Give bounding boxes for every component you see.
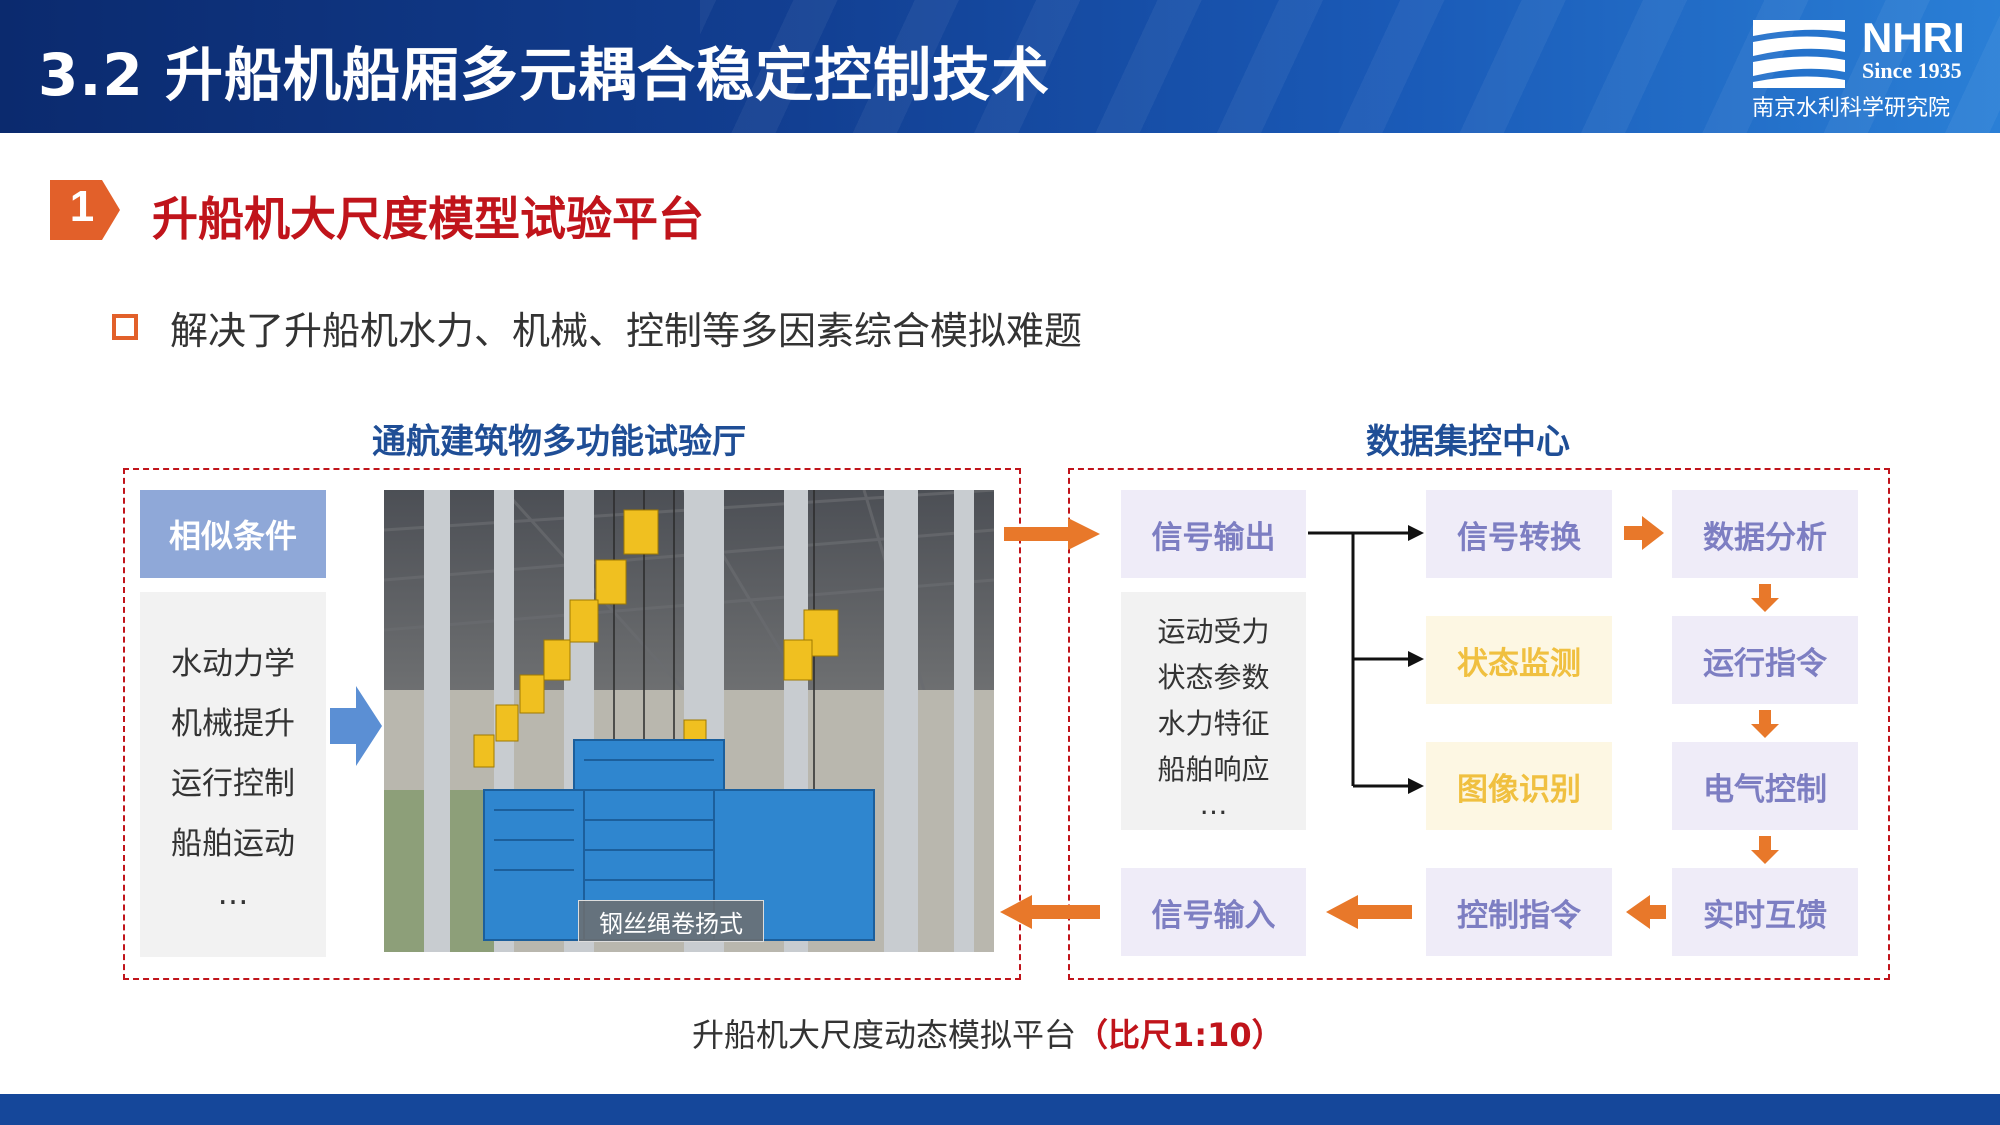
bullet-text: 解决了升船机水力、机械、控制等多因素综合模拟难题 xyxy=(170,309,1083,353)
data-analysis-node: 数据分析 xyxy=(1672,490,1858,578)
section-number-badge xyxy=(50,180,120,240)
condition-item: 水动力学 xyxy=(171,646,295,682)
electric-control-node: 电气控制 xyxy=(1672,742,1858,830)
run-command-node: 运行指令 xyxy=(1672,616,1858,704)
section-title: 升船机大尺度模型试验平台 xyxy=(152,192,704,246)
data-center-frame xyxy=(1068,468,1890,980)
output-item: 船舶响应 xyxy=(1157,753,1270,786)
nhri-logo-icon xyxy=(1753,20,1845,88)
similarity-conditions-list: 水动力学 机械提升 运行控制 船舶运动 … xyxy=(140,592,326,957)
logo-since: Since 1935 xyxy=(1862,58,1962,83)
condition-item: 运行控制 xyxy=(171,766,295,802)
condition-item: … xyxy=(217,876,249,912)
logo-institute-name: 南京水利科学研究院 xyxy=(1752,96,1951,121)
caption-scale: （比尺1:10） xyxy=(1076,1016,1284,1054)
signal-conversion-node: 信号转换 xyxy=(1426,490,1612,578)
slide-title: 3.2 升船机船厢多元耦合稳定控制技术 xyxy=(38,41,1050,109)
section-number: 1 xyxy=(69,182,95,231)
output-item: 状态参数 xyxy=(1157,661,1270,694)
ship-lift-model-photo xyxy=(384,490,994,952)
output-items-list: 运动受力 状态参数 水力特征 船舶响应 … xyxy=(1121,592,1306,830)
logo-abbr: NHRI xyxy=(1862,14,1965,61)
output-item: 水力特征 xyxy=(1157,707,1270,740)
condition-item: 机械提升 xyxy=(171,706,295,742)
control-command-node: 控制指令 xyxy=(1426,868,1612,956)
bottom-bar xyxy=(0,1094,2000,1125)
output-item: … xyxy=(1199,788,1228,821)
test-hall-frame xyxy=(123,468,1021,980)
signal-input-node: 信号输入 xyxy=(1121,868,1306,956)
bullet-square-icon xyxy=(112,314,138,340)
photo-caption: 钢丝绳卷扬式 xyxy=(578,900,764,942)
blue-right-arrow-icon xyxy=(330,686,382,766)
signal-output-node: 信号输出 xyxy=(1121,490,1306,578)
figure-caption: 升船机大尺度动态模拟平台（比尺1:10） xyxy=(692,1010,1284,1056)
condition-item: 船舶运动 xyxy=(171,826,295,862)
left-panel-title: 通航建筑物多功能试验厅 xyxy=(372,422,746,462)
state-monitoring-node: 状态监测 xyxy=(1426,616,1612,704)
image-recognition-node: 图像识别 xyxy=(1426,742,1612,830)
output-item: 运动受力 xyxy=(1157,615,1270,648)
right-panel-title: 数据集控中心 xyxy=(1366,422,1570,462)
caption-text: 升船机大尺度动态模拟平台 xyxy=(692,1016,1077,1054)
similarity-conditions-header: 相似条件 xyxy=(140,490,326,578)
realtime-feedback-node: 实时互馈 xyxy=(1672,868,1858,956)
